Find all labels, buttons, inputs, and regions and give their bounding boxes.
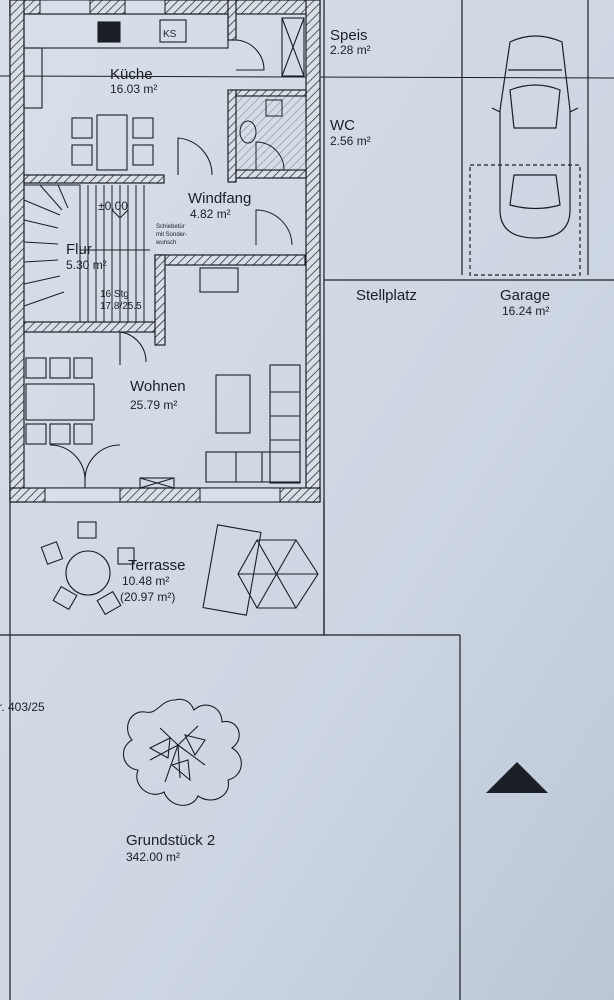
area-wc: 2.56 m² [330,134,371,148]
area-garage: 16.24 m² [502,304,549,318]
area-wohnen: 25.79 m² [130,398,177,412]
label-terrasse: Terrasse [128,557,186,574]
area-terrasse: 10.48 m² [122,574,169,588]
area-terrasse-alt: (20.97 m²) [120,590,175,604]
windows [39,0,281,503]
area-flur: 5.30 m² [66,258,107,272]
label-garage: Garage [500,287,550,304]
label-stairs-count: 16 Stg [100,289,129,300]
label-wohnen: Wohnen [130,378,186,395]
living-furniture [25,267,301,489]
terrace-furniture [40,521,319,616]
label-parcel: r. 403/25 [0,700,45,714]
stairs [23,184,293,323]
area-speis: 2.28 m² [330,43,371,57]
area-windfang: 4.82 m² [190,207,231,221]
note-line3: wunsch [155,240,176,246]
label-grundstueck: Grundstück 2 [126,832,215,849]
car [469,35,581,276]
kitchen-furniture [23,13,305,176]
label-flur: Flur [66,241,92,258]
label-level: ±0.00 [98,199,128,213]
label-wc: WC [330,117,355,134]
wc-fixtures [235,95,307,171]
note-line1: Schiebetür [156,224,185,230]
label-windfang: Windfang [188,190,251,207]
area-grundstueck: 342.00 m² [126,850,180,864]
north-arrow-icon [486,762,548,793]
label-stairs-ratio: 17.8/25.5 [100,301,142,312]
tree [122,698,242,806]
label-stellplatz: Stellplatz [356,287,417,304]
label-speis: Speis [330,27,368,44]
label-kueche: Küche [110,66,153,83]
note-line2: mit Sonder- [156,232,187,238]
area-kueche: 16.03 m² [110,82,157,96]
label-ks: KS [163,29,177,40]
